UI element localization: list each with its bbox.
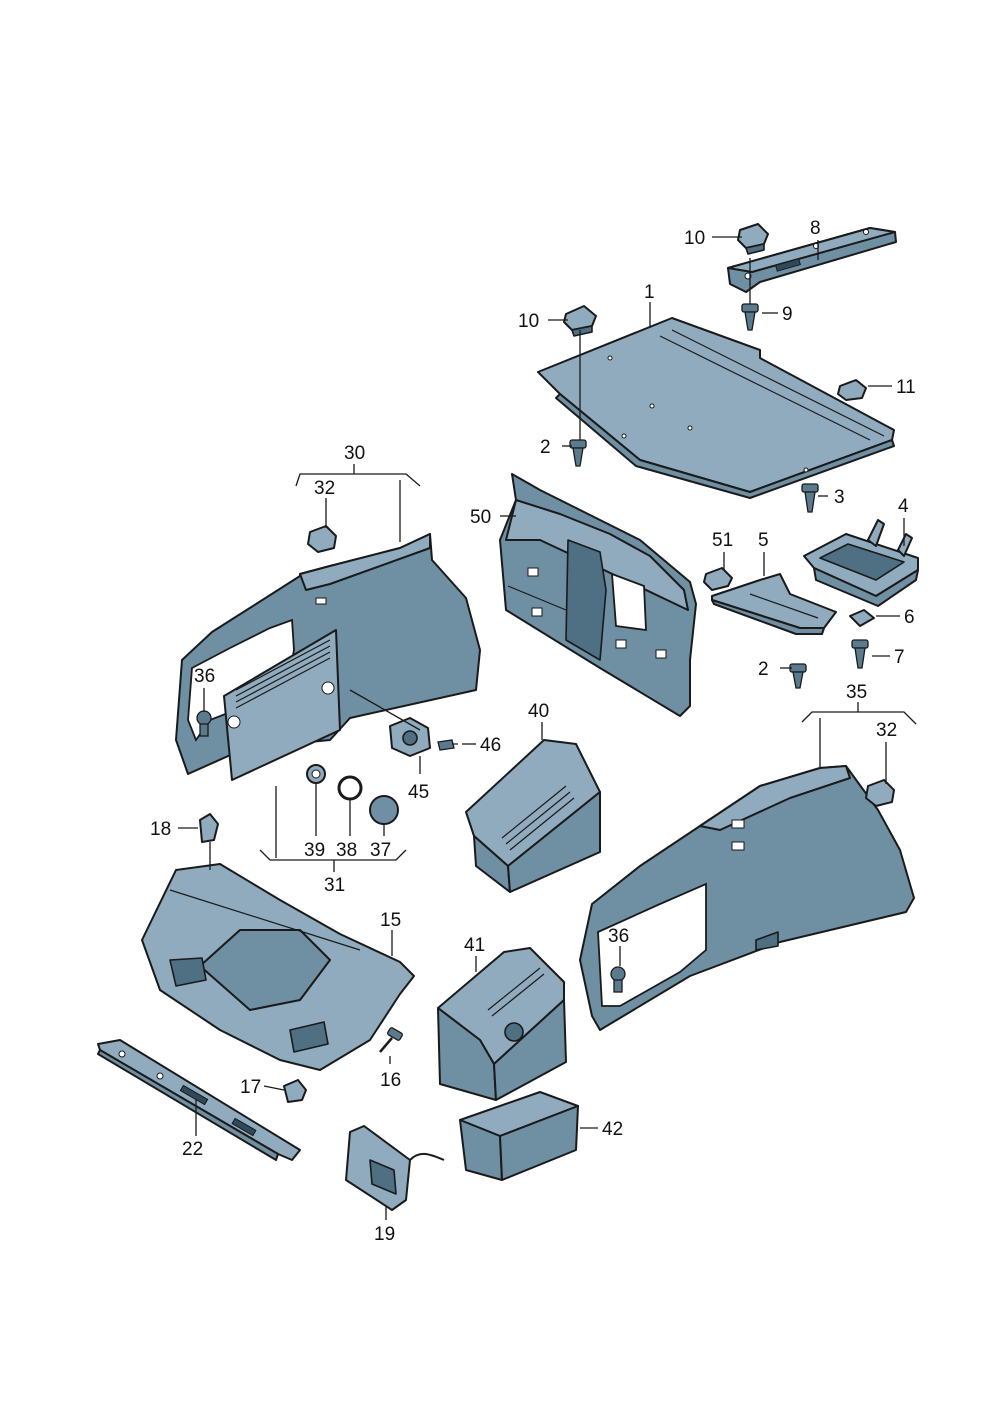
part-6-nut: [849, 609, 875, 627]
label-46: 46: [480, 735, 501, 756]
part-10-clip-lower: [563, 305, 597, 337]
label-10-upper: 10: [684, 228, 705, 249]
part-11-clip: [837, 379, 867, 401]
part-16-screw: [379, 1027, 403, 1053]
part-5-cover: [711, 573, 837, 635]
part-41-storage-box: [437, 947, 567, 1101]
part-22-sill-plate: [97, 1039, 301, 1161]
part-30-left-side-trim: [175, 533, 481, 781]
label-17: 17: [240, 1077, 261, 1098]
label-19: 19: [374, 1224, 395, 1245]
part-51-clip: [703, 567, 733, 591]
label-3: 3: [834, 487, 845, 508]
label-40: 40: [528, 701, 549, 722]
label-32-left: 32: [314, 478, 335, 499]
part-36-clip-right: [610, 966, 626, 993]
part-38-ring: [337, 775, 363, 801]
part-18-clip: [199, 813, 219, 843]
label-1: 1: [644, 282, 655, 303]
label-51: 51: [712, 530, 733, 551]
label-31: 31: [324, 875, 345, 896]
label-38: 38: [336, 840, 357, 861]
part-1-parcel-shelf: [537, 317, 895, 499]
label-15: 15: [380, 910, 401, 931]
part-2-screw-lower: [789, 663, 807, 689]
part-40-storage-box: [465, 739, 601, 893]
vent-grille: [235, 639, 331, 709]
part-42-bin: [459, 1091, 579, 1181]
label-7: 7: [894, 647, 905, 668]
label-22: 22: [182, 1139, 203, 1160]
part-19-lock: [345, 1125, 445, 1211]
part-17-clip: [283, 1079, 307, 1103]
part-32-clip-right: [865, 779, 895, 807]
label-30: 30: [344, 443, 365, 464]
part-37-cap: [369, 795, 399, 825]
label-10-lower: 10: [518, 311, 539, 332]
label-41: 41: [464, 935, 485, 956]
label-2-upper: 2: [540, 437, 551, 458]
part-32-clip-left: [307, 525, 337, 553]
grille: [487, 967, 545, 1017]
label-37: 37: [370, 840, 391, 861]
label-45: 45: [408, 782, 429, 803]
part-2-screw-upper: [569, 439, 587, 467]
label-8: 8: [810, 218, 821, 239]
label-6: 6: [904, 607, 915, 628]
label-11: 11: [896, 377, 916, 398]
label-18: 18: [150, 819, 171, 840]
label-4: 4: [898, 496, 909, 517]
part-7-screw: [851, 639, 869, 669]
label-42: 42: [602, 1119, 623, 1140]
part-8-rail: [727, 227, 897, 293]
label-9: 9: [782, 304, 793, 325]
label-50: 50: [470, 507, 491, 528]
part-15-lower-trim: [141, 863, 415, 1071]
part-10-clip-upper: [737, 223, 769, 255]
leader-lines: [178, 236, 917, 1220]
part-35-right-side-trim: [579, 765, 915, 1031]
part-39-ring: [306, 764, 326, 784]
label-36-left: 36: [194, 666, 215, 687]
part-labels: 8 10 9 1 10 11 2 3 4 50 51 5 6 7 2 30 32…: [150, 218, 916, 1245]
grille: [501, 785, 575, 851]
label-5: 5: [758, 530, 769, 551]
label-2-lower: 2: [758, 659, 769, 680]
part-3-screw: [801, 483, 819, 513]
part-4-tray: [803, 519, 919, 607]
part-9-screw: [741, 303, 759, 331]
part-46-screw: [437, 739, 458, 751]
label-32-right: 32: [876, 720, 897, 741]
label-35: 35: [846, 682, 867, 703]
label-16: 16: [380, 1070, 401, 1091]
label-36-right: 36: [608, 926, 629, 947]
label-39: 39: [304, 840, 325, 861]
part-50-rear-trim: [499, 473, 697, 717]
part-45-bracket: [389, 717, 431, 757]
